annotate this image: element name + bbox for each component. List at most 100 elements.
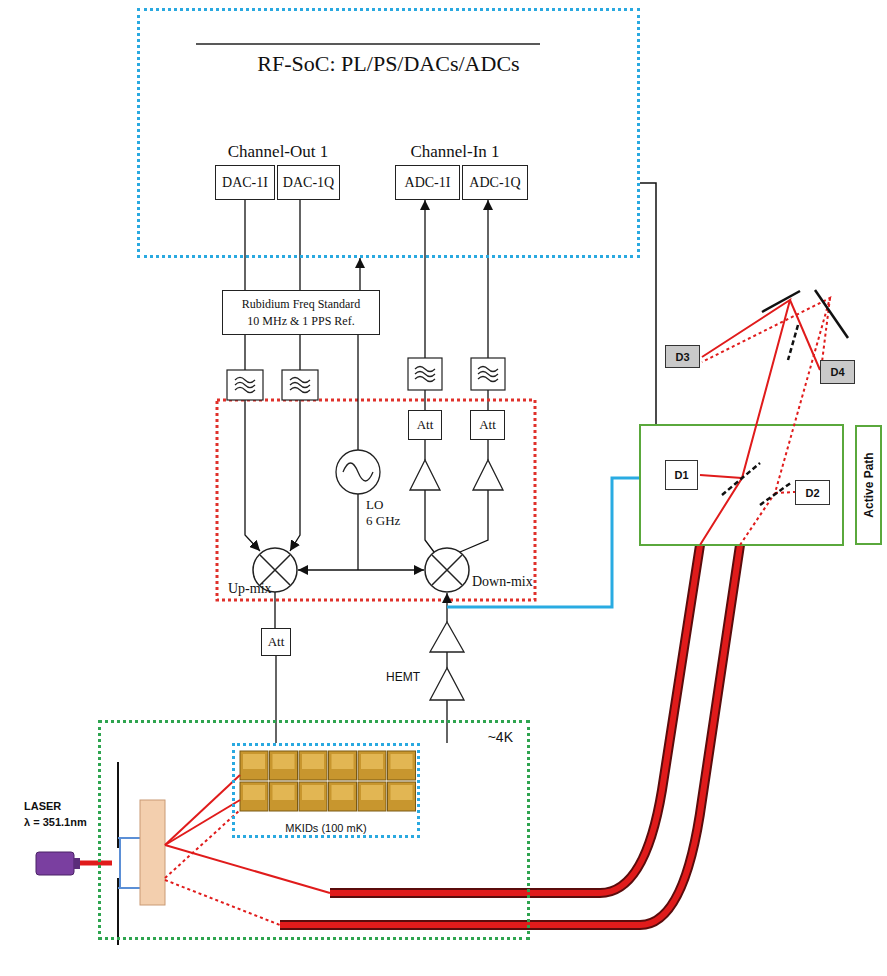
amplifier-symbol (473, 460, 503, 490)
optical-fiber (280, 545, 740, 925)
mixer-symbol (253, 548, 297, 592)
node-text: Rubidium Freq Standard (242, 296, 361, 312)
detector-beams (775, 492, 795, 493)
signal-wires (245, 200, 488, 743)
mkid-array (332, 754, 354, 769)
node-text: Active Path (862, 452, 876, 517)
optical-fiber (330, 545, 700, 893)
filter-symbol (227, 370, 263, 400)
readout-cable (447, 478, 640, 607)
text-label: Up-mix (228, 581, 272, 597)
detector-box: D4 (820, 360, 855, 384)
signal-wires (425, 490, 434, 552)
beam-splitter-block (140, 800, 165, 905)
mirror (762, 291, 800, 312)
amplifier-symbol (410, 460, 503, 700)
mkid-array (270, 782, 298, 811)
node-text: Att (268, 634, 285, 650)
laser (74, 858, 80, 869)
optical-fiber (280, 545, 740, 925)
signal-wires (357, 494, 358, 570)
adc-box: ADC-1I (395, 165, 460, 200)
lo-source (343, 463, 373, 481)
mixer-symbol (425, 548, 469, 592)
laser (36, 852, 112, 875)
laser-beams (165, 775, 240, 845)
node-text: ADC-1I (405, 175, 451, 191)
soc-rule (196, 43, 540, 45)
signal-wires (298, 569, 358, 570)
laser (36, 852, 74, 875)
beam-splitter-block (140, 800, 165, 905)
aperture (119, 838, 121, 888)
laser-beams (165, 800, 240, 845)
mirror (722, 290, 848, 505)
control-wire (640, 183, 656, 425)
filter-wave (235, 388, 255, 393)
dac-box: DAC-1I (215, 165, 275, 200)
laser-beams (165, 880, 280, 925)
text-label: 6 GHz (366, 513, 400, 529)
signal-wires (446, 652, 447, 668)
mkid-array (391, 785, 413, 800)
mkid-array (299, 751, 327, 780)
mixer-symbol (260, 555, 290, 585)
filter-symbol (227, 358, 505, 400)
laser-beams (165, 810, 240, 878)
node-text: D3 (675, 351, 689, 363)
text-label: HEMT (386, 670, 420, 684)
mkid-array (329, 782, 357, 811)
node-text: ~4K (488, 729, 513, 745)
text-label: Channel-In 1 (410, 142, 499, 162)
mkid-box: MKIDs (100 mK) (232, 743, 420, 838)
mixer-symbol (432, 555, 462, 585)
mkid-array (273, 754, 295, 769)
filter-wave (415, 377, 435, 382)
mkid-array (299, 782, 327, 811)
connector (275, 656, 276, 743)
connector (359, 258, 360, 290)
mkid-array (332, 785, 354, 800)
detector-beams (702, 298, 830, 545)
mirror (722, 325, 798, 505)
mkid-array (302, 785, 324, 800)
filter-wave (290, 383, 310, 388)
node-text: D4 (830, 366, 844, 378)
filter-wave (478, 367, 498, 372)
text-label: LO (366, 497, 383, 513)
node-text: Att (479, 417, 496, 433)
node-text: ADC-1Q (469, 175, 520, 191)
filter-wave (235, 367, 498, 393)
filter-symbol (282, 370, 318, 400)
mkid-array (302, 754, 324, 769)
detector-beams (700, 475, 742, 478)
amplifier-symbol (410, 460, 440, 490)
laser (80, 861, 112, 866)
red-mixer-region (217, 400, 535, 600)
node-text: 10 MHz & 1 PPS Ref. (247, 313, 354, 329)
detector-box: D1 (665, 460, 698, 490)
detector-beams (700, 298, 830, 545)
detector-beams (702, 298, 830, 545)
filter-symbol (471, 358, 505, 390)
amplifier-symbol (430, 622, 464, 652)
red-mixer-region (217, 400, 535, 600)
mirror (788, 325, 798, 360)
mkid-array (240, 751, 416, 811)
lo-source (336, 450, 380, 494)
lo-source (336, 450, 380, 494)
filter-wave (235, 378, 255, 383)
detector-region (640, 425, 843, 545)
readout-cable (447, 478, 640, 607)
node-text: D1 (674, 469, 688, 481)
attenuator-box: Att (408, 410, 442, 440)
signal-wires (357, 335, 358, 450)
optical-fiber (330, 545, 700, 893)
mkid-array (361, 785, 383, 800)
filter-wave (415, 372, 435, 377)
node-text: DAC-1Q (283, 175, 334, 191)
mkid-array (273, 785, 295, 800)
laser-beams (165, 775, 330, 925)
